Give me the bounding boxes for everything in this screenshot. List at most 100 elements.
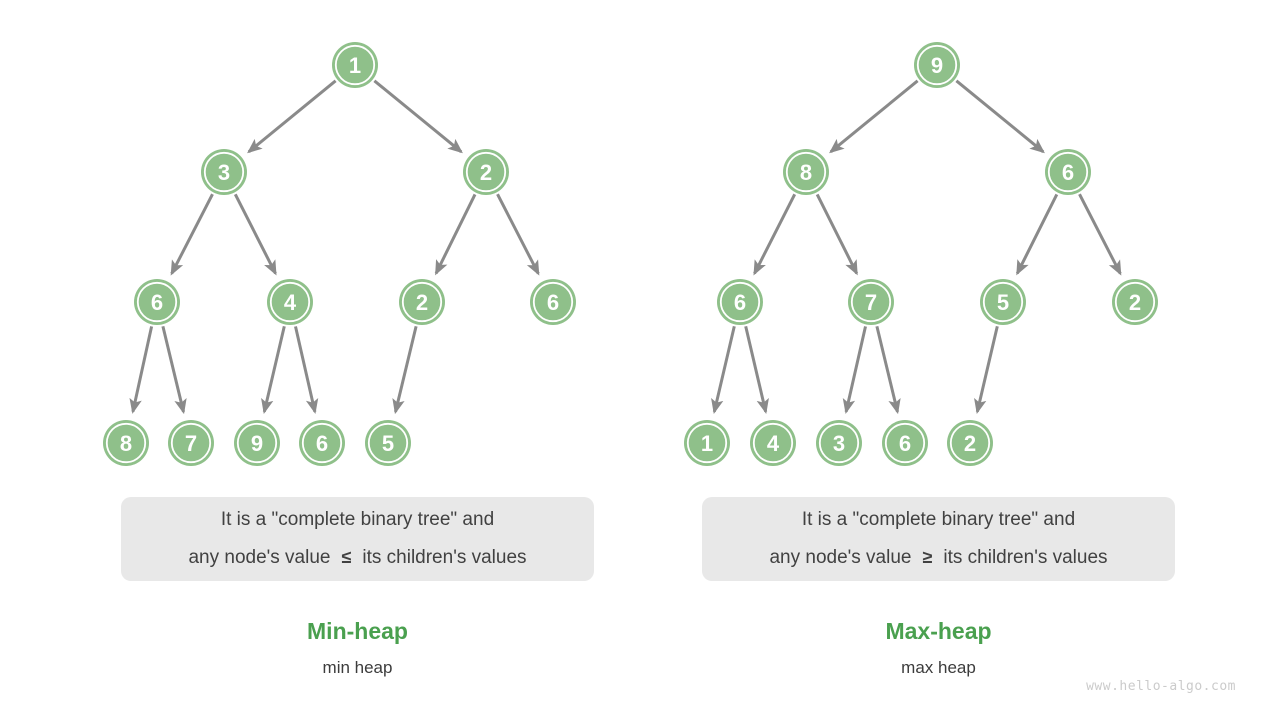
node-inner-ring: [982, 281, 1024, 323]
node-inner-ring: [136, 281, 178, 323]
tree-node: 2: [463, 149, 509, 195]
node-value: 1: [701, 431, 713, 456]
tree-edge: [842, 326, 867, 414]
node-circle: [103, 420, 149, 466]
node-value: 7: [185, 431, 197, 456]
tree-edge: [496, 193, 540, 276]
max-heap-caption-line1: It is a "complete binary tree" and: [801, 509, 1076, 530]
tree-edge: [711, 325, 736, 414]
tree-node: 6: [717, 279, 763, 325]
tree-edge: [294, 326, 319, 414]
node-value: 5: [997, 290, 1009, 315]
node-circle: [717, 279, 763, 325]
tree-edge: [373, 79, 463, 154]
node-value: 1: [349, 53, 361, 78]
tree-edge: [261, 325, 286, 414]
node-value: 6: [899, 431, 911, 456]
tree-node: 2: [399, 279, 445, 325]
node-value: 6: [734, 290, 746, 315]
tree-edge: [829, 79, 919, 154]
tree-node: 1: [332, 42, 378, 88]
tree-node: 6: [530, 279, 576, 325]
tree-edge: [129, 326, 154, 414]
tree-node: 9: [914, 42, 960, 88]
min-heap-caption: It is a "complete binary tree" and any n…: [121, 497, 594, 581]
node-circle: [134, 279, 180, 325]
tree-node: 3: [816, 420, 862, 466]
tree-node: 1: [684, 420, 730, 466]
node-inner-ring: [916, 44, 958, 86]
tree-edge: [955, 79, 1045, 154]
node-inner-ring: [1047, 151, 1089, 193]
tree-node: 2: [947, 420, 993, 466]
node-circle: [914, 42, 960, 88]
node-circle: [1112, 279, 1158, 325]
node-value: 2: [416, 290, 428, 315]
min-heap-caption-line2-prefix: any node's value: [188, 547, 331, 568]
node-value: 3: [218, 160, 230, 185]
tree-edge: [233, 193, 277, 276]
max-heap-caption-line2: any node's value ≥ its children's values: [769, 542, 1107, 573]
tree-node: 5: [980, 279, 1026, 325]
node-inner-ring: [334, 44, 376, 86]
node-value: 6: [547, 290, 559, 315]
node-inner-ring: [884, 422, 926, 464]
node-inner-ring: [785, 151, 827, 193]
node-circle: [947, 420, 993, 466]
tree-edge: [875, 325, 901, 415]
node-circle: [399, 279, 445, 325]
node-value: 2: [1129, 290, 1141, 315]
node-inner-ring: [465, 151, 507, 193]
node-inner-ring: [203, 151, 245, 193]
min-heap-caption-line2-suffix: its children's values: [362, 547, 527, 568]
node-inner-ring: [818, 422, 860, 464]
node-circle: [684, 420, 730, 466]
node-inner-ring: [752, 422, 794, 464]
tree-edge: [161, 325, 187, 415]
tree-edge: [753, 193, 797, 276]
node-inner-ring: [301, 422, 343, 464]
node-circle: [267, 279, 313, 325]
tree-node: 9: [234, 420, 280, 466]
tree-node: 7: [848, 279, 894, 325]
node-circle: [783, 149, 829, 195]
node-circle: [1045, 149, 1091, 195]
tree-edge: [1015, 193, 1059, 276]
max-heap-subtitle: max heap: [901, 658, 976, 677]
node-inner-ring: [236, 422, 278, 464]
node-circle: [365, 420, 411, 466]
tree-node: 5: [365, 420, 411, 466]
node-circle: [299, 420, 345, 466]
tree-node: 3: [201, 149, 247, 195]
node-inner-ring: [532, 281, 574, 323]
node-value: 9: [931, 53, 943, 78]
min-heap-tree: 1 3 2 6 4 2 6 8 7 9 6 5: [103, 42, 576, 466]
tree-node: 6: [299, 420, 345, 466]
node-circle: [882, 420, 928, 466]
max-heap-caption-line2-suffix: its children's values: [943, 547, 1108, 568]
node-value: 5: [382, 431, 394, 456]
node-circle: [463, 149, 509, 195]
node-value: 6: [316, 431, 328, 456]
tree-node: 7: [168, 420, 214, 466]
node-value: 6: [151, 290, 163, 315]
greater-equal-operator: ≥: [922, 547, 933, 567]
tree-node: 4: [750, 420, 796, 466]
watermark: www.hello-algo.com: [1086, 679, 1236, 694]
node-inner-ring: [850, 281, 892, 323]
tree-node: 6: [134, 279, 180, 325]
tree-node: 8: [783, 149, 829, 195]
node-value: 4: [284, 290, 297, 315]
max-heap-caption-line2-prefix: any node's value: [769, 547, 912, 568]
node-value: 8: [120, 431, 132, 456]
node-value: 4: [767, 431, 780, 456]
node-inner-ring: [269, 281, 311, 323]
max-heap-title: Max-heap: [885, 618, 992, 644]
node-value: 2: [964, 431, 976, 456]
node-circle: [530, 279, 576, 325]
min-heap-caption-line2: any node's value≤its children's values: [188, 542, 526, 573]
tree-node: 8: [103, 420, 149, 466]
